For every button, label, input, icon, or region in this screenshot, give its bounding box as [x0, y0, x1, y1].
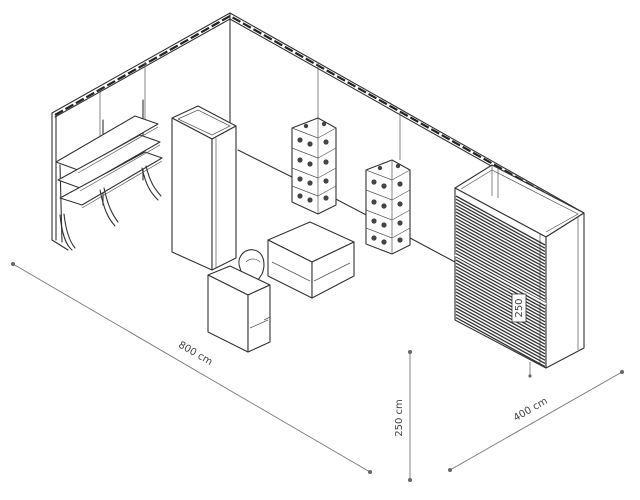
- slat: [455, 278, 546, 329]
- cube-rack-left: [291, 117, 337, 215]
- slat: [455, 240, 546, 291]
- slat: [455, 259, 546, 310]
- slat: [455, 256, 546, 307]
- slat: [455, 211, 546, 262]
- wall-shelves: [55, 99, 163, 251]
- dimension-height: 250 cm: [394, 350, 412, 482]
- slat: [455, 217, 546, 268]
- chair: [238, 249, 265, 291]
- slat: [455, 294, 546, 345]
- slat: [455, 227, 546, 278]
- slat: [455, 195, 546, 246]
- slat: [455, 208, 546, 259]
- low-table: [267, 221, 355, 299]
- slat: [455, 310, 546, 361]
- slat: [455, 307, 546, 358]
- counter: [207, 265, 271, 353]
- slat: [455, 214, 546, 265]
- tall-tower: [171, 105, 237, 271]
- slat: [455, 246, 546, 297]
- slat: [455, 317, 546, 368]
- slat: [455, 269, 546, 320]
- slat: [455, 201, 546, 252]
- slat: [455, 262, 546, 313]
- slat: [455, 265, 546, 316]
- back-walls: [51, 12, 585, 263]
- slatted-cabin: 250: [454, 164, 585, 378]
- slat: [455, 253, 546, 304]
- dimension-depth: 400 cm: [448, 370, 624, 472]
- cabin-slats: [454, 195, 547, 368]
- slat: [455, 313, 546, 364]
- slat-gap: [454, 254, 547, 305]
- slat: [455, 243, 546, 294]
- slat: [455, 230, 546, 281]
- slat: [455, 272, 546, 323]
- slat: [455, 249, 546, 300]
- cube-rack-right: [365, 159, 411, 255]
- slat: [455, 281, 546, 332]
- slat: [455, 237, 546, 288]
- slat: [455, 285, 546, 336]
- slat: [455, 304, 546, 355]
- slat: [455, 297, 546, 348]
- slat: [455, 224, 546, 275]
- length-label: 800 cm: [176, 340, 214, 368]
- slat: [455, 291, 546, 342]
- slat: [455, 205, 546, 256]
- slat: [455, 233, 546, 284]
- slat: [455, 288, 546, 339]
- panel-height-label: 250: [514, 298, 525, 317]
- slat: [455, 198, 546, 249]
- slat: [455, 301, 546, 352]
- depth-label: 400 cm: [512, 396, 550, 424]
- slat: [455, 221, 546, 272]
- height-label: 250 cm: [394, 399, 405, 437]
- slat: [455, 275, 546, 326]
